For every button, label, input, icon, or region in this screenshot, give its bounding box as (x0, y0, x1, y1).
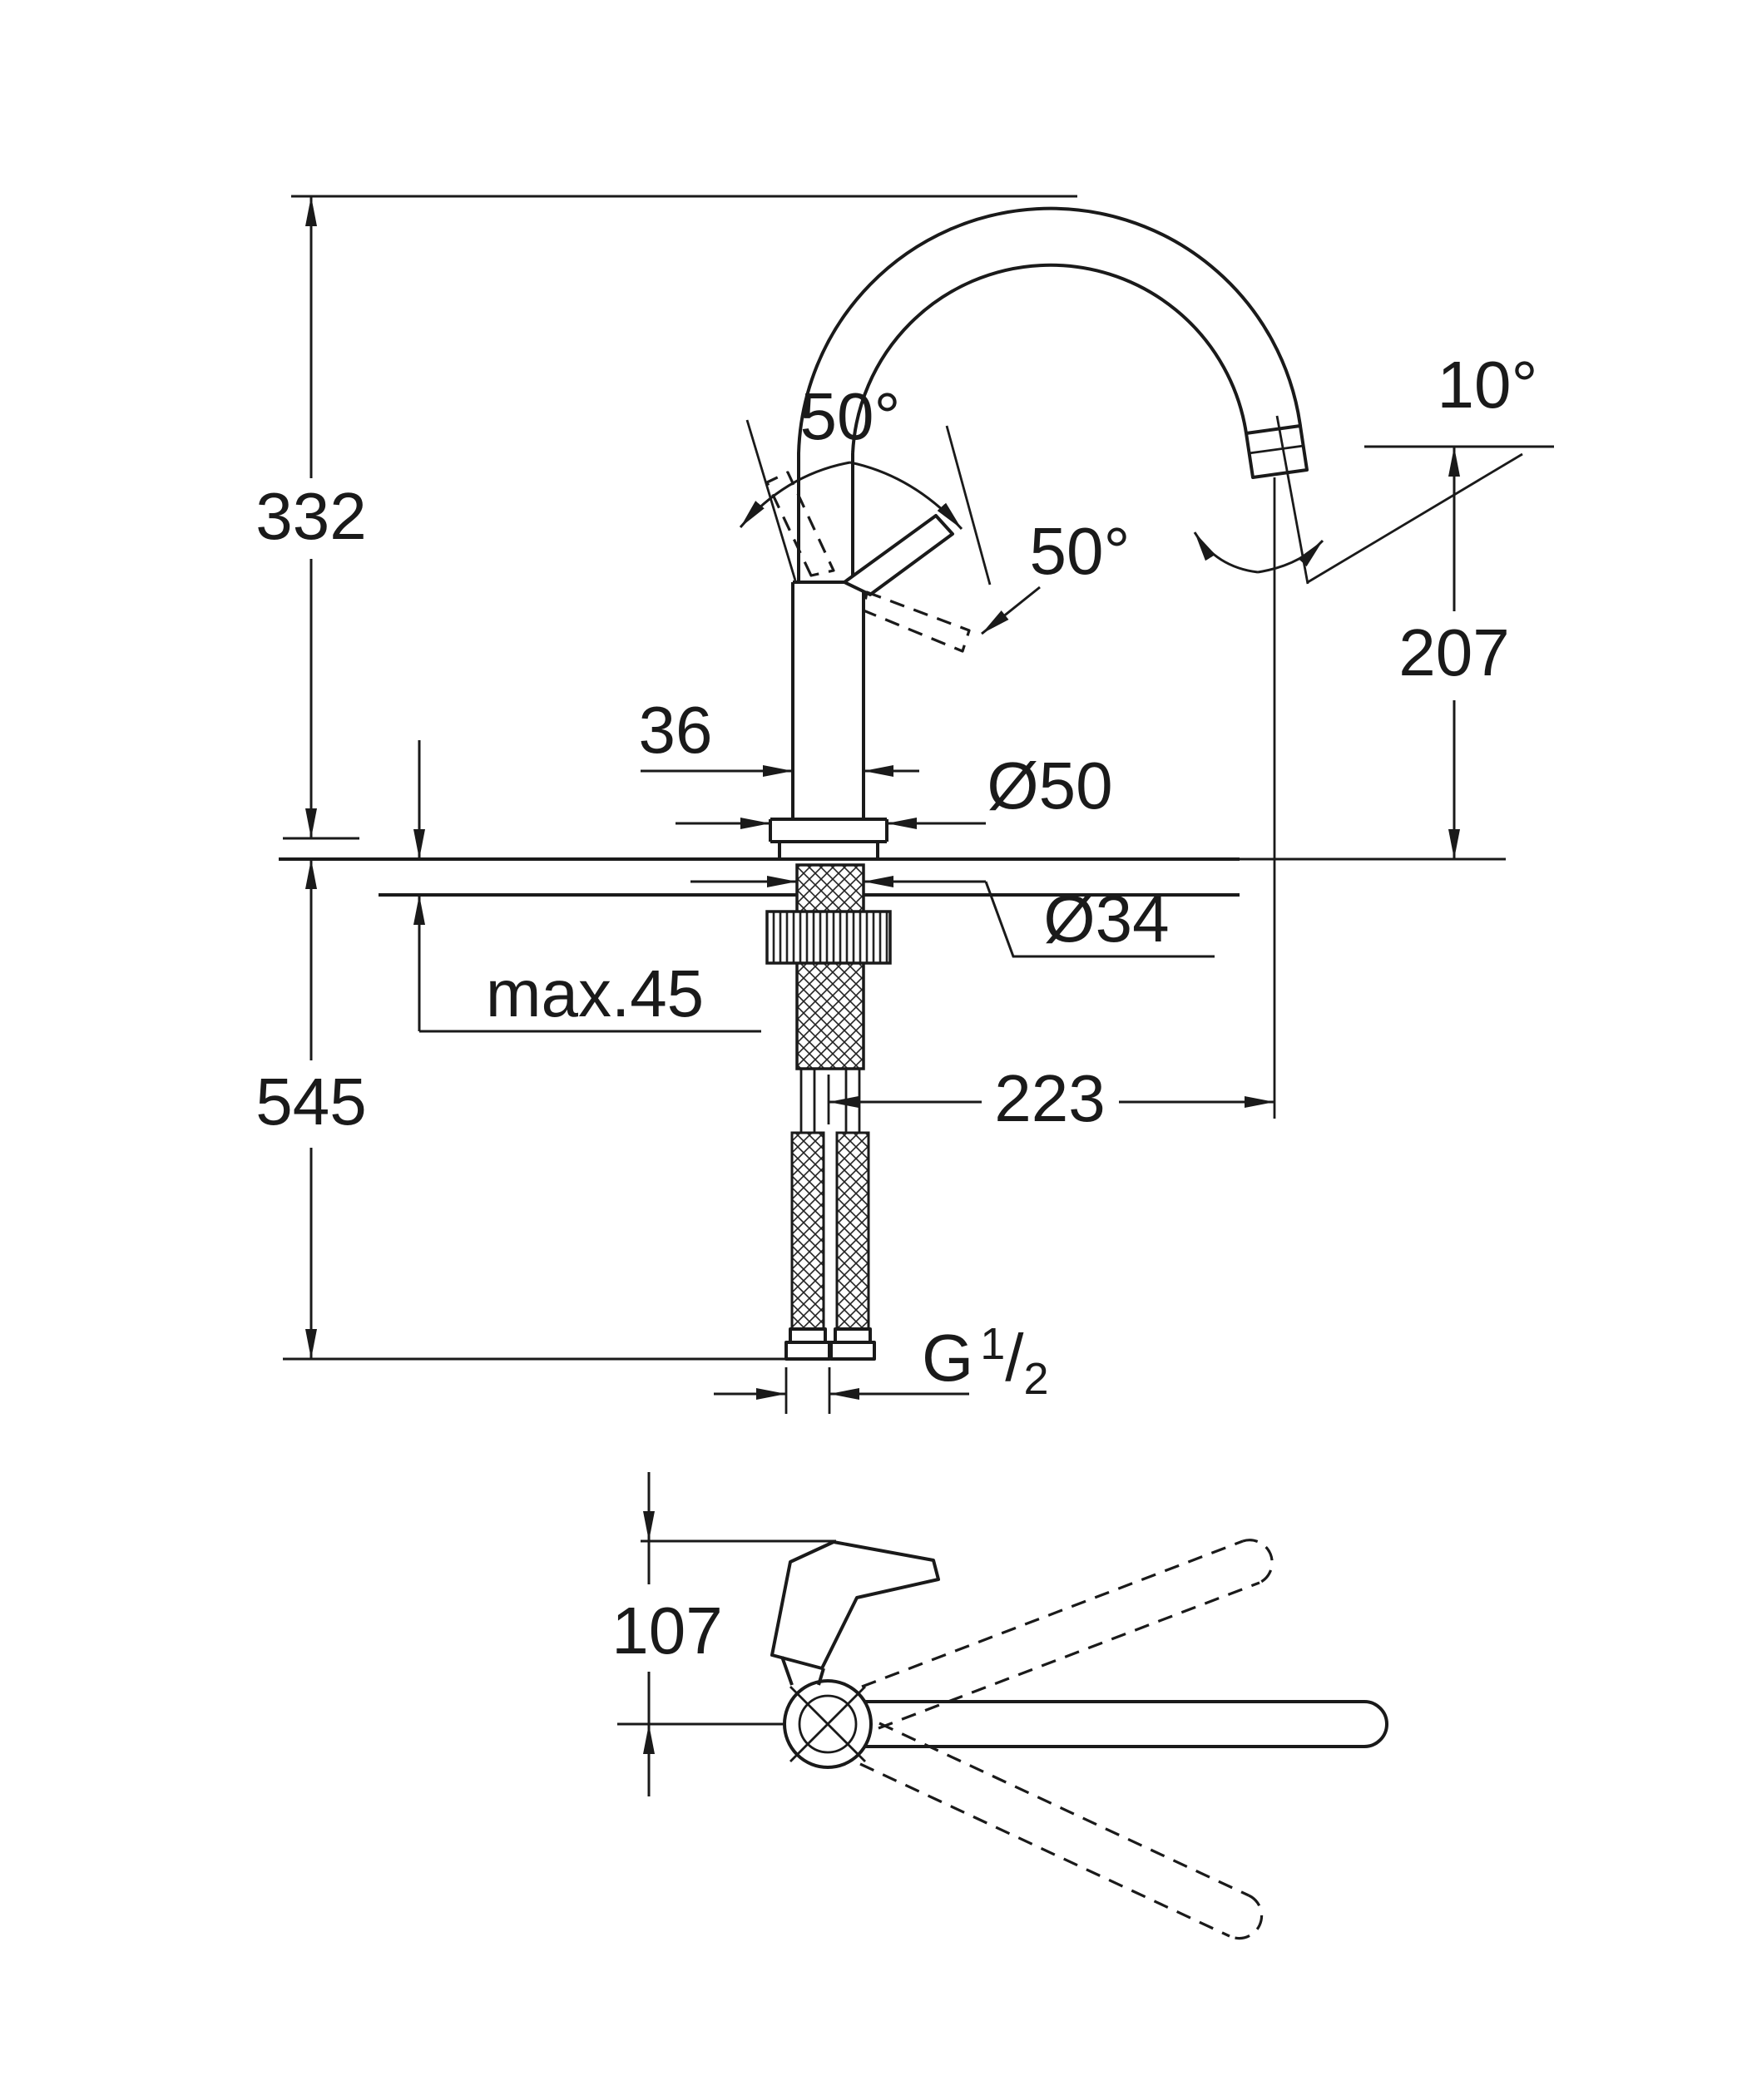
handle-angle-leader (981, 586, 1041, 635)
aerator-detail-line (1248, 444, 1304, 455)
angle-extension-left (745, 419, 797, 581)
spout-inner-arc (851, 263, 1248, 454)
swing-arc-left (1193, 531, 1259, 574)
dimension-36: 36 (639, 693, 919, 777)
dim-223-label: 223 (994, 1061, 1105, 1135)
spout-arm-solid (865, 1700, 1388, 1748)
dimension-10deg: 10° (1438, 348, 1538, 422)
dim-332-label: 332 (255, 479, 366, 553)
dimension-50deg-top: 50° (800, 379, 901, 453)
body-circle-inner (798, 1694, 858, 1754)
dimension-d34: Ø34 (690, 876, 1215, 958)
dim-10deg-label: 10° (1438, 348, 1538, 422)
lever-top-view (770, 1540, 940, 1670)
hose-fitting-left (784, 1327, 831, 1361)
dim-50deg-side-label: 50° (1030, 514, 1131, 588)
dim-50deg-top-label: 50° (800, 379, 901, 453)
dim-107-label: 107 (611, 1594, 722, 1668)
spout-arm-dashed-up (861, 1539, 1274, 1730)
dimension-332: 332 (255, 196, 367, 838)
dim-d50-label: Ø50 (987, 749, 1112, 823)
lever-dashed-down (862, 590, 971, 653)
tilt-extension-line (1307, 452, 1523, 584)
dimension-107: 107 (611, 1472, 723, 1796)
dim-207-label: 207 (1398, 615, 1509, 689)
outlet-swing-arrow (1193, 531, 1324, 574)
top-view (617, 1539, 1388, 1940)
swing-arc-right (1257, 539, 1324, 574)
under-counter-parts (765, 863, 892, 1361)
dimension-223: 223 (827, 1061, 1274, 1135)
dimension-545: 545 (255, 859, 367, 1359)
reference-lines (279, 195, 1554, 1361)
handle (739, 419, 1041, 653)
center-cross-2 (789, 1686, 866, 1762)
spout-arm-dashed-down (859, 1722, 1264, 1940)
handle-arc-right (849, 461, 963, 531)
dim-max45-label: max.45 (486, 956, 704, 1030)
dim-545-label: 545 (255, 1065, 366, 1139)
flex-hose-left (790, 1131, 825, 1332)
g12-denominator: 2 (1024, 1354, 1049, 1404)
aerator-band (1245, 424, 1309, 479)
angle-extension-right (945, 425, 992, 586)
dimension-207: 207 (1398, 447, 1510, 859)
dimension-max45: max.45 (413, 740, 761, 1033)
body-circle-outer (783, 1679, 873, 1769)
lever-dashed-up (765, 471, 835, 577)
g12-g: G (922, 1321, 973, 1395)
faucet-body (769, 581, 888, 859)
dimension-d50: Ø50 (676, 749, 1113, 829)
g12-numerator: 1 (980, 1319, 1005, 1369)
flex-hose-right (835, 1131, 870, 1332)
lever-stem-left (780, 1656, 794, 1686)
lever-solid (843, 514, 954, 596)
threaded-shank (795, 863, 865, 1070)
dim-d34-label: Ø34 (1043, 882, 1169, 956)
dim-36-label: 36 (639, 693, 713, 767)
hose-fitting-right (829, 1327, 876, 1361)
handle-arc-left (739, 461, 851, 528)
spout-outer-arc (797, 206, 1302, 454)
dimension-50deg-side: 50° (1030, 514, 1131, 588)
mounting-nut (765, 910, 892, 965)
spout-outlet (1245, 424, 1309, 479)
g12-slash: / (1005, 1321, 1024, 1395)
